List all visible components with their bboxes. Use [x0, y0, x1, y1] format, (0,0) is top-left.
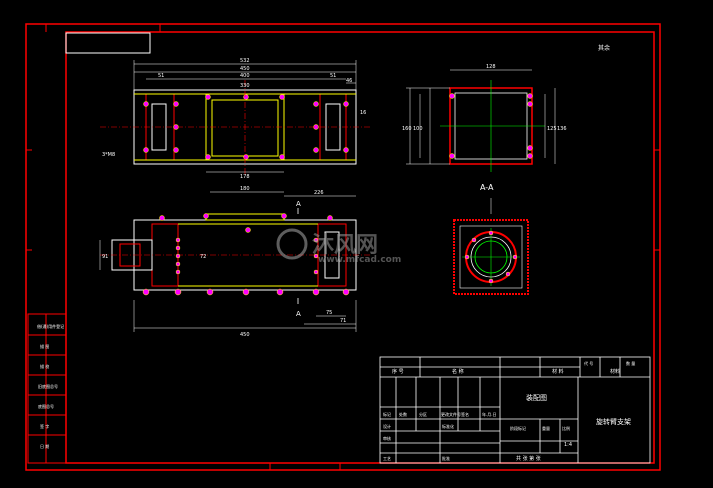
- side-table-row-3: 描 校: [40, 363, 49, 369]
- dim-top-330: 330: [240, 83, 250, 89]
- tb-mark: 标记: [383, 411, 391, 417]
- tb-change: 更改文件号: [441, 411, 461, 417]
- tb-header-3: 材 料: [552, 368, 564, 375]
- drawing-frame: [25, 23, 661, 471]
- section-label: A-A: [480, 183, 494, 192]
- tb-date: 年.月.日: [482, 411, 497, 417]
- section-mark-upper: A: [296, 200, 301, 208]
- dim-front-180: 180: [240, 186, 250, 192]
- tb-sign: 签名: [461, 411, 469, 417]
- tb-stage: 阶段标记: [510, 425, 526, 431]
- note-screws: 3*M8: [102, 152, 115, 158]
- side-table-row-5: 底图总号: [38, 403, 54, 409]
- dim-top-450: 450: [240, 66, 250, 72]
- dim-top-51b: 51: [330, 73, 336, 79]
- tb-process: 工艺: [383, 456, 391, 461]
- tb-count: 处数: [399, 411, 407, 417]
- side-table-row-1: 借(通)用件登记: [37, 323, 64, 329]
- tb-material-label: 材料: [610, 368, 620, 375]
- section-mark-lower: A: [296, 310, 301, 318]
- tb-assembly: 装配图: [526, 393, 547, 402]
- top-view: 532 450 400 330 51 51 46 16 178 3*M8: [100, 58, 370, 180]
- end-view: 128 160 100 125 136: [402, 64, 567, 172]
- watermark: 沐风网 www.mfcad.com: [276, 228, 401, 265]
- side-table: [27, 313, 67, 464]
- dim-end-128: 128: [486, 64, 496, 70]
- dim-top-400: 400: [240, 73, 250, 79]
- dim-top-51a: 51: [158, 73, 164, 79]
- tb-scale-label: 比例: [562, 425, 570, 431]
- top-right-note: 其余: [598, 44, 610, 52]
- side-table-row-4: 旧底图总号: [38, 383, 58, 389]
- dim-end-125: 125: [547, 126, 557, 132]
- tb-drawn: 设计: [383, 423, 391, 429]
- tb-zone: 分区: [419, 411, 427, 417]
- side-table-row-2: 描 图: [40, 343, 49, 349]
- tb-standard: 标准化: [442, 423, 454, 429]
- dim-top-16: 16: [360, 110, 366, 116]
- dim-front-72: 72: [200, 254, 206, 260]
- tb-header-5: 数 量: [626, 360, 635, 366]
- dim-front-450: 450: [240, 332, 250, 338]
- tb-scale: 1:4: [564, 442, 572, 448]
- tb-sheet: 共 张 第 张: [516, 455, 541, 462]
- watermark-url: www.mfcad.com: [318, 255, 401, 265]
- title-block: [379, 356, 651, 464]
- dim-end-160: 160: [402, 126, 412, 132]
- side-table-row-6: 签 字: [40, 423, 49, 429]
- dim-top-178: 178: [240, 174, 250, 180]
- tb-part-name: 旋转臂支架: [596, 417, 631, 426]
- dim-end-100: 100: [413, 126, 423, 132]
- watermark-brand: 沐风网: [312, 233, 378, 258]
- tb-approved: 批准: [442, 455, 450, 461]
- dim-top-532: 532: [240, 58, 250, 64]
- dim-front-71: 71: [340, 318, 346, 324]
- tb-weight-label: 重量: [542, 425, 550, 431]
- dim-end-136: 136: [557, 126, 567, 132]
- side-table-row-7: 日 期: [40, 443, 49, 449]
- tb-header-2: 名 称: [452, 368, 464, 375]
- tb-checked: 审核: [383, 435, 391, 441]
- dim-front-91: 91: [102, 254, 108, 260]
- tb-header-1: 序 号: [392, 368, 404, 375]
- section-view: A-A: [453, 183, 529, 295]
- front-view: 180 226 450 75 71 91 72 A A: [99, 186, 370, 338]
- tb-header-4: 代 号: [584, 360, 593, 366]
- dim-top-46: 46: [346, 78, 352, 84]
- dim-front-75: 75: [326, 310, 332, 316]
- dim-front-226: 226: [314, 190, 324, 196]
